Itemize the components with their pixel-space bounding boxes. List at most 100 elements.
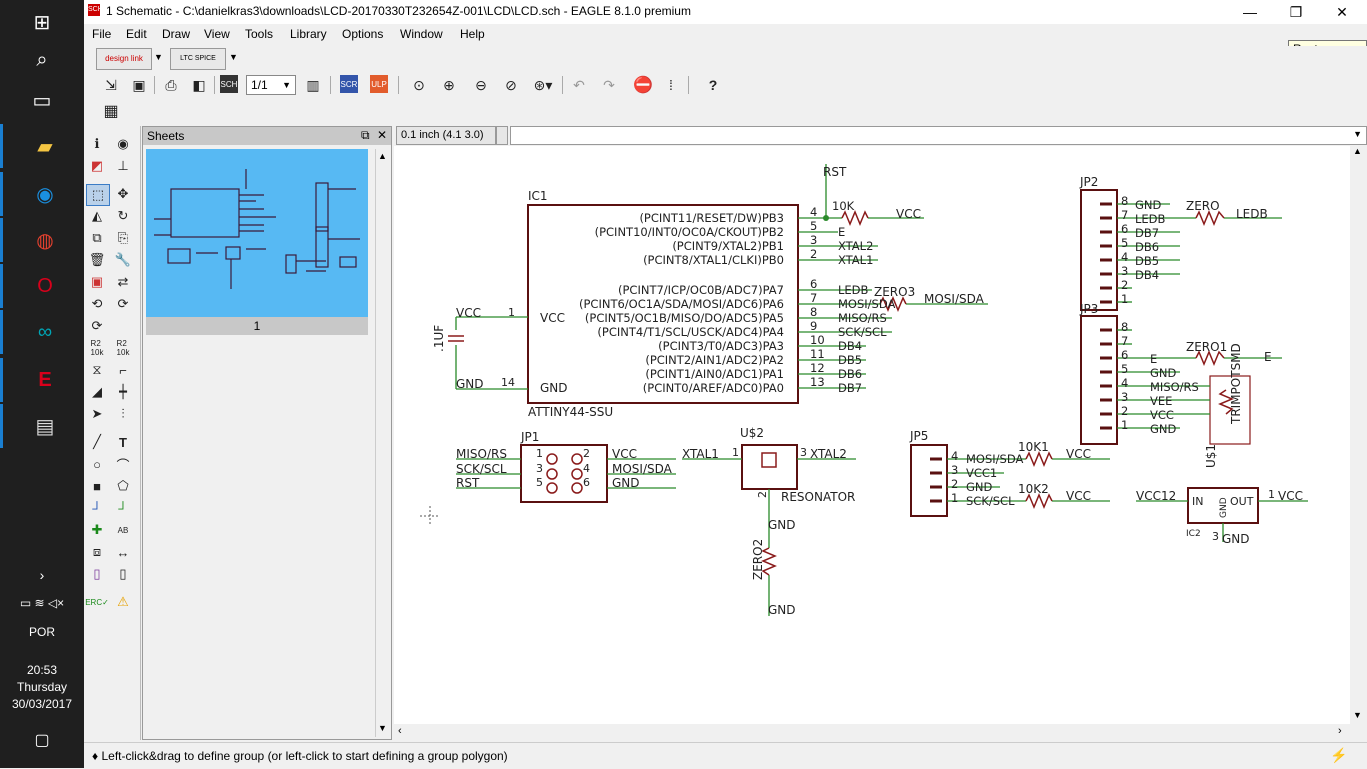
scroll-down-icon[interactable]: ▼	[378, 723, 387, 733]
task-view-icon[interactable]: ▭	[32, 89, 52, 112]
print-icon[interactable]: ⎙	[165, 76, 177, 93]
start-button[interactable]: ⊞	[33, 11, 51, 34]
script-icon[interactable]: SCR	[340, 75, 358, 93]
invoke-icon[interactable]: ┿	[119, 384, 127, 399]
float-icon[interactable]: ⧉	[361, 128, 370, 142]
scroll-down-icon[interactable]: ▼	[1353, 710, 1362, 720]
restore-button[interactable]: ❐	[1289, 3, 1303, 20]
undo-icon[interactable]: ↶	[573, 76, 585, 93]
sch-brd-switch-icon[interactable]: SCH	[220, 75, 238, 93]
help-icon[interactable]: ?	[708, 77, 718, 93]
attribute-icon[interactable]: ⧈	[92, 544, 102, 559]
scroll-up-icon[interactable]: ▲	[1353, 146, 1362, 156]
app-icon[interactable]: ▤	[0, 404, 87, 448]
chrome-icon[interactable]: ◍	[0, 218, 87, 262]
sheet-select[interactable]: 1/1▼	[246, 75, 296, 95]
menu-tools[interactable]: Tools	[245, 27, 274, 41]
language-indicator[interactable]: POR	[28, 625, 55, 639]
warning-icon[interactable]: ⚠	[117, 594, 129, 609]
chevron-down-icon[interactable]: ▼	[1353, 129, 1362, 139]
canvas-vscrollbar[interactable]: ▲ ▼	[1350, 146, 1366, 724]
group-icon[interactable]: ⬚	[86, 184, 110, 206]
sheets-scrollbar[interactable]: ▲ ▼	[375, 149, 390, 737]
chevron-right-icon[interactable]: ›	[39, 567, 45, 583]
command-line-input[interactable]: ▼	[510, 126, 1367, 145]
split-icon[interactable]: ◢	[92, 384, 102, 399]
mark-icon[interactable]: ⊥	[117, 158, 129, 173]
eagle-icon[interactable]: E	[0, 358, 87, 402]
chevron-down-icon[interactable]: ▼	[229, 52, 238, 62]
copy-icon[interactable]: ⧉	[92, 230, 102, 245]
text-icon[interactable]: T	[119, 434, 127, 450]
menu-view[interactable]: View	[204, 27, 230, 41]
canvas-hscrollbar[interactable]: ‹ ›	[394, 724, 1366, 740]
delete-icon[interactable]: 🗑	[88, 252, 106, 267]
redo-icon[interactable]: ↷	[603, 76, 615, 93]
module-icon[interactable]: ▯	[119, 566, 127, 581]
go-icon[interactable]: ⁞	[669, 77, 673, 93]
scroll-left-icon[interactable]: ‹	[398, 725, 402, 737]
command-history-button[interactable]	[496, 126, 508, 145]
polygon-icon[interactable]: ⬠	[117, 478, 129, 493]
menu-window[interactable]: Window	[400, 27, 443, 41]
schematic-canvas[interactable]: IC1 ATTINY44-SSU RST VCC VCC GND GND 1 1…	[394, 146, 1366, 724]
optimize-icon[interactable]: ⫶	[121, 406, 125, 421]
net-icon[interactable]: ┘	[118, 500, 128, 516]
rotate-icon[interactable]: ↻	[117, 208, 129, 223]
zoom-fit-icon[interactable]: ⊙	[413, 76, 425, 93]
menu-help[interactable]: Help	[460, 27, 485, 41]
chevron-down-icon[interactable]: ▼	[154, 52, 163, 62]
label-icon[interactable]: AB	[117, 525, 129, 535]
erc-icon[interactable]: ERC✓	[85, 597, 109, 607]
zoom-redraw-icon[interactable]: ⊛▾	[533, 76, 553, 93]
show-icon[interactable]: ◉	[117, 136, 129, 151]
miter-icon[interactable]: ⌐	[119, 362, 127, 378]
open-icon[interactable]: ⇲	[105, 76, 117, 93]
move-icon[interactable]: ✥	[117, 186, 129, 201]
junction-icon[interactable]: ✚	[91, 522, 103, 537]
bus-icon[interactable]: ┘	[92, 500, 102, 516]
notification-icon[interactable]: ▢	[34, 732, 50, 749]
menu-file[interactable]: File	[92, 27, 112, 41]
design-link-button[interactable]: design link	[96, 48, 152, 70]
zoom-out-icon[interactable]: ⊖	[475, 76, 487, 93]
sheet-number[interactable]: 1	[146, 317, 368, 335]
close-icon[interactable]: ✕	[377, 128, 388, 142]
zoom-in-icon[interactable]: ⊕	[443, 76, 455, 93]
search-icon[interactable]: ⌕	[36, 48, 48, 71]
frame-icon[interactable]: ▯	[93, 566, 101, 581]
rectangle-icon[interactable]: ■	[93, 478, 101, 494]
scroll-up-icon[interactable]: ▲	[378, 151, 387, 161]
tray-icons[interactable]: ▭ ≋ ◁×	[19, 596, 65, 610]
cam-icon[interactable]: ◧	[192, 76, 206, 93]
smash-icon[interactable]: ⧖	[92, 362, 102, 377]
arc-icon[interactable]: ⌒	[116, 457, 130, 473]
pinswap-icon[interactable]: ⇄	[117, 274, 129, 289]
cycle-icon[interactable]: ⟳	[91, 318, 103, 333]
add-icon[interactable]: ▣	[90, 274, 104, 289]
opera-icon[interactable]: O	[0, 264, 87, 308]
paste-icon[interactable]: ⎘	[117, 230, 129, 245]
scroll-right-icon[interactable]: ›	[1338, 725, 1342, 737]
menu-draw[interactable]: Draw	[162, 27, 191, 41]
line-icon[interactable]: ╱	[93, 434, 101, 449]
ltc-spice-button[interactable]: LTC SPICE	[170, 48, 226, 70]
arrow-icon[interactable]: ➤	[91, 406, 103, 421]
thunderbird-icon[interactable]: ◉	[0, 172, 87, 216]
ulp-icon[interactable]: ULP	[370, 75, 388, 93]
menu-edit[interactable]: Edit	[126, 27, 147, 41]
info-icon[interactable]: ℹ	[94, 136, 100, 151]
menu-options[interactable]: Options	[342, 27, 384, 41]
file-explorer-icon[interactable]: ▰	[0, 124, 87, 168]
save-icon[interactable]: ▣	[132, 76, 146, 93]
stop-icon[interactable]: ⛔	[633, 77, 653, 94]
dimension-icon[interactable]: ↔	[116, 544, 130, 560]
mirror-icon[interactable]: ◭	[92, 208, 102, 223]
arduino-icon[interactable]: ∞	[0, 310, 87, 354]
grid-icon[interactable]: ▦	[103, 103, 119, 120]
lightning-icon[interactable]: ⚡	[1330, 747, 1348, 763]
close-button[interactable]: ✕	[1336, 3, 1348, 20]
clock-time[interactable]: 20:53	[26, 663, 58, 677]
